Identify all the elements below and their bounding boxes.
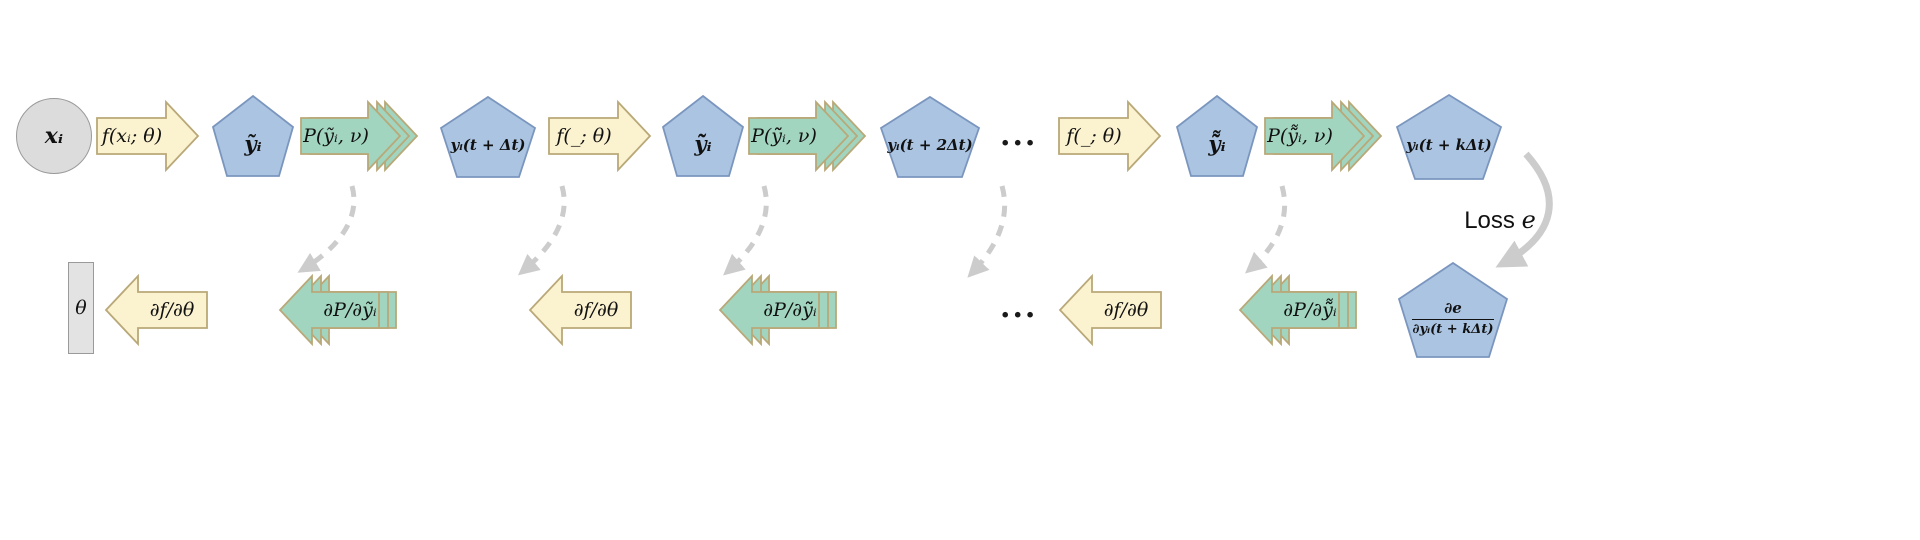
pentagon-icon	[879, 95, 981, 178]
grad-p-label-2: ∂P/∂ỹ̃ᵢ	[763, 299, 817, 321]
forward-f-label-3: f(_; θ)	[1066, 125, 1122, 147]
loss-label: Loss e	[1448, 206, 1552, 235]
loss-word: Loss	[1464, 207, 1515, 234]
theta-label: θ	[75, 297, 87, 319]
pentagon-icon	[1175, 94, 1259, 177]
physics-p-arrow-1: P(ỹᵢ, ν)	[300, 99, 422, 173]
state-pentagon-y-t1: yᵢ(t + Δt)	[439, 95, 537, 178]
forward-f-label-2: f(_; θ)	[556, 125, 612, 147]
grad-p-arrow-2: ∂P/∂ỹ̃ᵢ	[718, 273, 844, 347]
stacked-left-arrow-icon	[718, 273, 837, 347]
grad-f-arrow-1: ∂f/∂θ	[104, 273, 208, 347]
pentagon-icon	[1397, 261, 1509, 358]
physics-p-arrow-3: P(ỹ̃̃ᵢ, ν)	[1264, 99, 1386, 173]
pentagon-icon	[661, 94, 745, 177]
pentagon-icon	[439, 95, 537, 178]
physics-p-label-3: P(ỹ̃̃ᵢ, ν)	[1267, 125, 1333, 147]
grad-f-arrow-3: ∂f/∂θ	[1058, 273, 1162, 347]
left-arrow-icon	[104, 273, 208, 347]
state-label-t2: yᵢ(t + 2Δt)	[887, 136, 973, 154]
state-label-tk: yᵢ(t + kΔt)	[1406, 136, 1492, 154]
loss-gradient-pentagon: ∂e ∂yᵢ(t + kΔt)	[1397, 261, 1509, 358]
ytilde-label-2: ỹ̃ᵢ	[694, 130, 712, 156]
stacked-right-arrow-icon	[1264, 99, 1383, 173]
state-pentagon-y-t2: yᵢ(t + 2Δt)	[879, 95, 981, 178]
physics-p-label-2: P(ỹ̃ᵢ, ν)	[751, 125, 817, 147]
state-label-t1: yᵢ(t + Δt)	[450, 136, 526, 154]
stacked-left-arrow-icon	[278, 273, 397, 347]
stacked-right-arrow-icon	[300, 99, 419, 173]
state-pentagon-ytilde-3: ỹ̃̃ᵢ	[1175, 94, 1259, 177]
left-arrow-icon	[528, 273, 632, 347]
state-pentagon-ytilde-2: ỹ̃ᵢ	[661, 94, 745, 177]
grad-f-arrow-2: ∂f/∂θ	[528, 273, 632, 347]
forward-f-arrow-1: f(xᵢ; θ)	[96, 99, 200, 173]
stacked-right-arrow-icon	[748, 99, 867, 173]
grad-p-label-3: ∂P/∂ỹ̃̃ᵢ	[1283, 299, 1337, 321]
input-label: xᵢ	[44, 123, 64, 149]
right-arrow-icon	[548, 99, 652, 173]
physics-p-arrow-2: P(ỹ̃ᵢ, ν)	[748, 99, 870, 173]
physics-p-label-1: P(ỹᵢ, ν)	[303, 125, 369, 147]
grad-f-label-1: ∂f/∂θ	[149, 299, 195, 321]
stacked-left-arrow-icon	[1238, 273, 1357, 347]
input-node: xᵢ	[16, 98, 92, 174]
fraction-numerator: ∂e	[1444, 298, 1462, 317]
bottom-ellipsis: ...	[1000, 290, 1038, 325]
grad-p-label-1: ∂P/∂ỹᵢ	[323, 299, 377, 321]
dashed-connector-3	[723, 185, 769, 276]
dashed-connector-2	[517, 185, 567, 276]
grad-f-label-2: ∂f/∂θ	[573, 299, 619, 321]
forward-f-arrow-2: f(_; θ)	[548, 99, 652, 173]
top-ellipsis: ...	[1000, 118, 1038, 153]
loss-variable: e	[1521, 206, 1536, 234]
pentagon-icon	[1395, 93, 1503, 180]
fraction-denominator: ∂yᵢ(t + kΔt)	[1412, 322, 1494, 338]
right-arrow-icon	[96, 99, 200, 173]
fraction-bar	[1412, 318, 1494, 321]
dashed-connector-1	[297, 185, 357, 273]
state-pentagon-y-tk: yᵢ(t + kΔt)	[1395, 93, 1503, 180]
pentagon-icon	[211, 94, 295, 177]
grad-p-arrow-3: ∂P/∂ỹ̃̃ᵢ	[1238, 273, 1364, 347]
forward-f-arrow-3: f(_; θ)	[1058, 99, 1162, 173]
state-pentagon-ytilde-1: ỹᵢ	[211, 94, 295, 177]
theta-parameter-node: θ	[68, 262, 94, 354]
forward-f-label-1: f(xᵢ; θ)	[101, 125, 163, 147]
right-arrow-icon	[1058, 99, 1162, 173]
dashed-connector-5	[1245, 185, 1288, 274]
ytilde-label-3: ỹ̃̃ᵢ	[1208, 130, 1226, 156]
loss-gradient-fraction: ∂e ∂yᵢ(t + kΔt)	[1398, 262, 1508, 358]
grad-f-label-3: ∂f/∂θ	[1103, 299, 1149, 321]
grad-p-arrow-1: ∂P/∂ỹᵢ	[278, 273, 404, 347]
ytilde-label-1: ỹᵢ	[244, 130, 262, 156]
dashed-connector-4	[967, 185, 1008, 278]
left-arrow-icon	[1058, 273, 1162, 347]
